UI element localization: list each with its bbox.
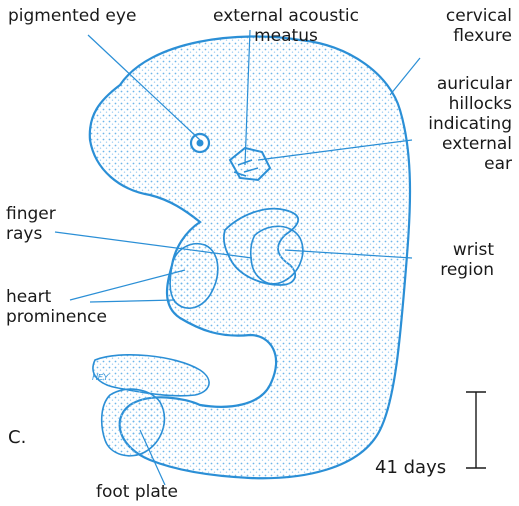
label-finger-rays-line2: rays: [6, 224, 56, 244]
label-finger-rays: finger rays: [6, 204, 56, 244]
label-wrist-region: wrist region: [404, 240, 494, 280]
label-foot-plate: foot plate: [96, 482, 178, 502]
scale-bar: [466, 392, 486, 468]
label-auricular-hillocks-line1: auricular: [400, 74, 512, 94]
leg-tail-outline: [93, 355, 209, 396]
label-auricular-hillocks-line4: external: [400, 134, 512, 154]
label-pigmented-eye: pigmented eye: [8, 6, 136, 26]
label-auricular-hillocks: auricular hillocks indicating external e…: [400, 74, 512, 174]
label-auricular-hillocks-line2: hillocks: [400, 94, 512, 114]
label-heart-prominence-line1: heart: [6, 287, 107, 307]
label-auricular-hillocks-line5: ear: [400, 154, 512, 174]
label-external-acoustic-meatus-line3: meatus: [213, 26, 359, 46]
artist-signature: HEY: [92, 373, 109, 382]
label-wrist-region-line1: wrist: [404, 240, 494, 260]
label-scale-41-days: 41 days: [375, 458, 446, 478]
label-auricular-hillocks-line3: indicating: [400, 114, 512, 134]
label-external-acoustic-meatus-line1: external: [213, 6, 283, 26]
label-cervical-flexure: cervical flexure: [414, 6, 512, 46]
label-heart-prominence-line2: prominence: [6, 307, 107, 327]
label-cervical-flexure-line2: flexure: [414, 26, 512, 46]
label-cervical-flexure-line1: cervical: [414, 6, 512, 26]
label-heart-prominence: heart prominence: [6, 287, 107, 327]
label-wrist-region-line2: region: [404, 260, 494, 280]
label-external-acoustic-meatus: external acoustic meatus: [196, 6, 376, 46]
label-finger-rays-line1: finger: [6, 204, 56, 224]
label-panel-c: C.: [8, 428, 26, 448]
label-external-acoustic-meatus-line2: acoustic: [288, 6, 359, 26]
